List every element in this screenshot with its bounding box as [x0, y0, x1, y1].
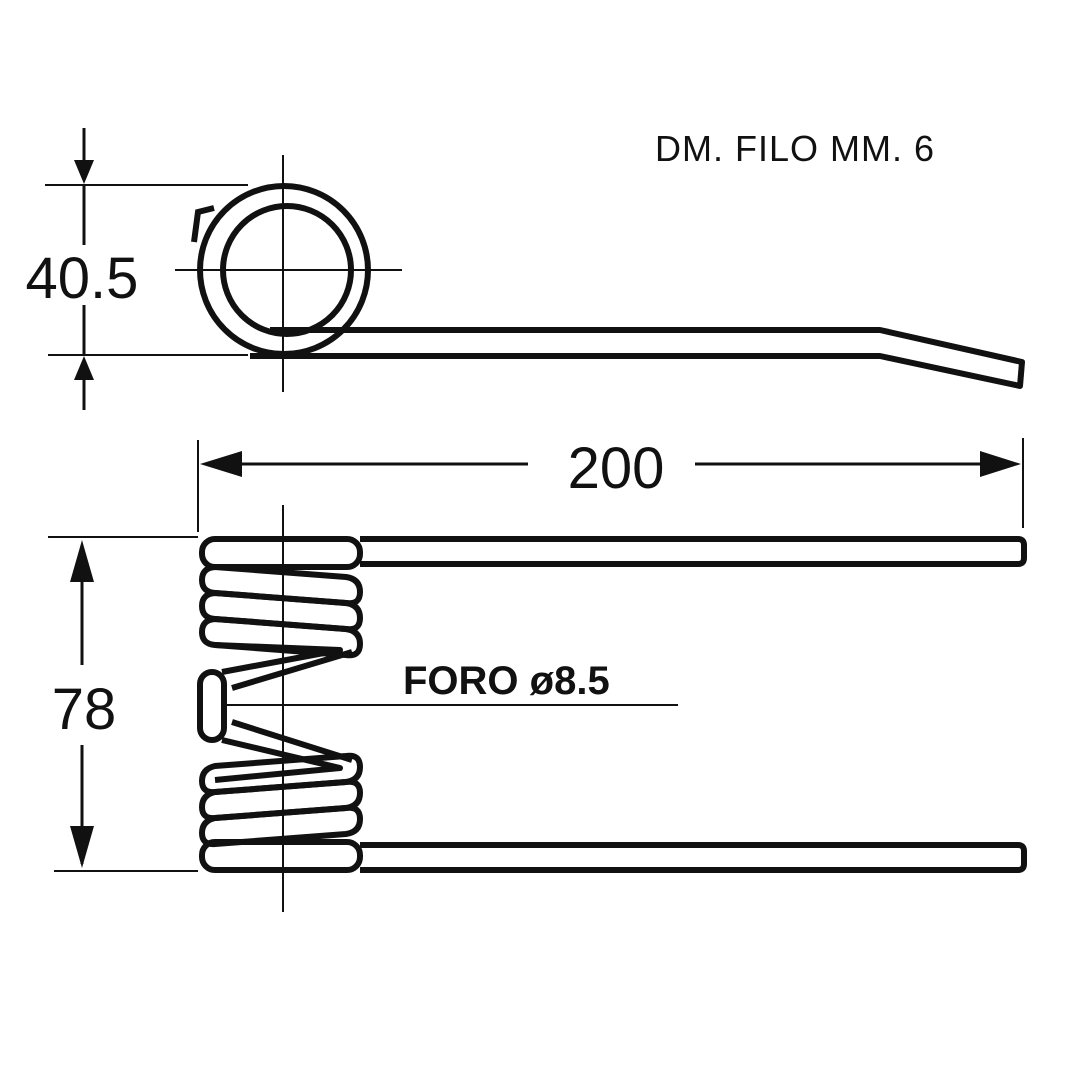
- coil-upper: [199, 536, 363, 659]
- tine-arm: [250, 327, 1025, 389]
- arrow-down-icon: [74, 160, 94, 184]
- coil-turn: [199, 804, 363, 848]
- coil-turn: [199, 536, 363, 570]
- dimension-length: 200: [568, 436, 665, 501]
- coil-lower: [199, 752, 363, 873]
- length-dimension: 200: [197, 436, 1024, 532]
- arrow-right-icon: [980, 451, 1021, 477]
- dimension-height-top: 40.5: [26, 246, 139, 311]
- dimension-height-front: 78: [52, 677, 117, 742]
- side-view: 40.5: [20, 128, 1025, 410]
- wire-diameter-note: DM. FILO MM. 6: [655, 128, 935, 169]
- arrow-up-icon: [70, 540, 94, 582]
- coil-hook: [191, 205, 215, 243]
- front-view: FORO ø8.5 78: [48, 505, 1027, 912]
- tine-top: [360, 536, 1027, 567]
- center-loop: [197, 669, 227, 743]
- coil-turn: [199, 839, 363, 873]
- arrow-down-icon: [70, 826, 94, 868]
- coil-transition-lower: [214, 719, 353, 783]
- arrow-left-icon: [200, 451, 242, 477]
- arrow-up-icon: [74, 356, 94, 380]
- hole-label: FORO ø8.5: [403, 659, 610, 703]
- tine-bottom: [360, 842, 1027, 873]
- coil-transition-upper: [214, 642, 353, 691]
